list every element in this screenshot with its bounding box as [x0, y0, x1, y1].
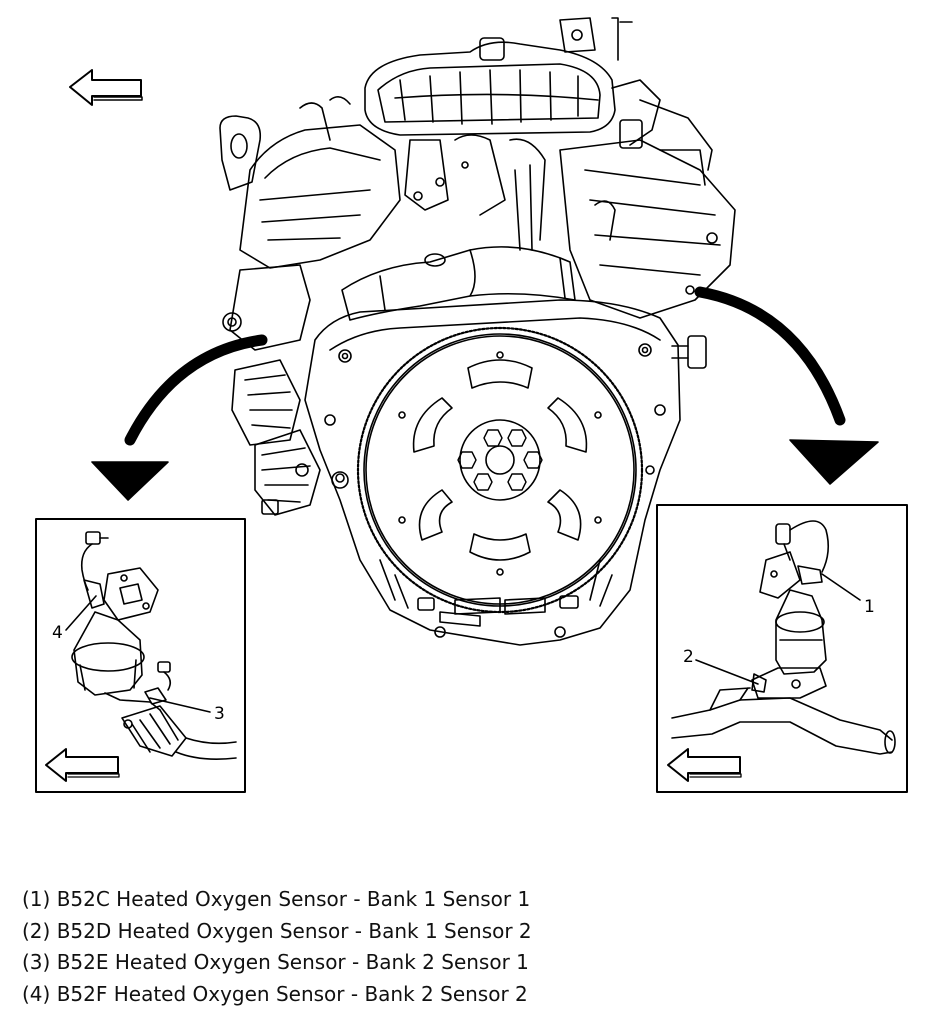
engine-assembly: [219, 17, 736, 646]
engine-diagram: 1 2 3 4: [35, 17, 908, 793]
legend-item-1: (1) B52C Heated Oxygen Sensor - Bank 1 S…: [22, 887, 531, 911]
direction-arrow-icon: [69, 69, 143, 106]
legend: (1) B52C Heated Oxygen Sensor - Bank 1 S…: [22, 884, 532, 1010]
bank2-inset: [35, 518, 246, 793]
bank1-inset: [656, 504, 908, 793]
legend-item-4: (4) B52F Heated Oxygen Sensor - Bank 2 S…: [22, 981, 528, 1006]
callout-1: 1: [864, 597, 875, 617]
right-pointer-arrow-icon: [694, 286, 879, 485]
legend-item-3: (3) B52E Heated Oxygen Sensor - Bank 2 S…: [22, 950, 529, 974]
legend-item-2: (2) B52D Heated Oxygen Sensor - Bank 1 S…: [22, 918, 532, 943]
left-pointer-arrow-icon: [91, 334, 268, 501]
callout-2: 2: [683, 647, 694, 667]
callout-3: 3: [214, 704, 225, 724]
callout-4: 4: [52, 623, 63, 643]
